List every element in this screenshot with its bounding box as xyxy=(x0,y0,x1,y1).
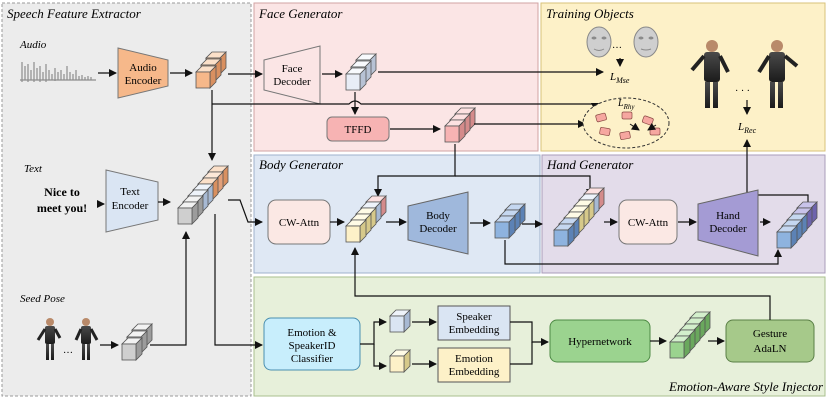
svg-text:Gesture: Gesture xyxy=(753,328,787,340)
speaker-embedding-block: Speaker Embedding xyxy=(437,305,511,341)
body-mixed-feature-cubes xyxy=(345,195,387,243)
svg-text:Emotion &: Emotion & xyxy=(287,327,337,339)
input-sentence-line2: meet you! xyxy=(37,201,87,215)
combined-to-body-attn-arrow xyxy=(228,199,263,226)
emotion-emb-to-hypernetwork-arrow xyxy=(510,342,533,365)
hypernetwork-output-cubes xyxy=(669,311,711,359)
rhythm-loss-ellipse: LRhy xyxy=(582,97,670,149)
speaker-cube xyxy=(389,309,411,333)
svg-text:Emotion: Emotion xyxy=(455,353,493,365)
audio-label: Audio xyxy=(19,39,47,51)
style-panel-title: Emotion-Aware Style Injector xyxy=(668,379,824,394)
final-output-cubes xyxy=(776,201,818,249)
svg-text:Face: Face xyxy=(282,63,303,75)
combined-to-classifier-arrow xyxy=(214,214,263,349)
text-label: Text xyxy=(24,163,43,175)
face-panel-title: Face Generator xyxy=(258,6,343,21)
seed-pose-to-combined-arrow xyxy=(150,231,190,346)
svg-text:Embedding: Embedding xyxy=(449,324,500,336)
svg-text:SpeakerID: SpeakerID xyxy=(288,340,335,352)
speech-panel-title: Speech Feature Extractor xyxy=(7,6,142,21)
combined-feature-cubes xyxy=(177,165,229,225)
svg-text:Encoder: Encoder xyxy=(112,200,149,212)
body-decoder-block: Body Decoder xyxy=(407,191,469,255)
svg-text:Encoder: Encoder xyxy=(125,75,162,87)
body-output-cubes xyxy=(494,203,526,239)
svg-text:Classifier: Classifier xyxy=(291,353,333,365)
waveform-icon xyxy=(20,62,96,82)
hand-decoder-block: Hand Decoder xyxy=(697,189,759,257)
face-mesh-icon: … xyxy=(586,26,659,58)
svg-text:TFFD: TFFD xyxy=(345,124,372,136)
speaker-emb-to-hypernetwork-arrow xyxy=(510,321,549,346)
seed-pose-avatars-icon: … xyxy=(36,318,99,360)
svg-text:Text: Text xyxy=(120,186,139,198)
audio-to-rhythm-loss-arrow xyxy=(212,100,599,111)
tffd-feature-cubes xyxy=(444,107,476,143)
svg-text:CW-Attn: CW-Attn xyxy=(628,217,669,229)
adaln-to-body-arrow xyxy=(351,247,771,320)
face-mesh-ellipsis: … xyxy=(612,40,622,51)
svg-text:Decoder: Decoder xyxy=(709,223,747,235)
input-sentence-line1: Nice to xyxy=(44,185,80,199)
classifier-to-speaker-arrow xyxy=(360,318,387,345)
svg-text:Decoder: Decoder xyxy=(419,223,457,235)
body-panel-title: Body Generator xyxy=(259,157,344,172)
emotion-cube xyxy=(389,349,411,373)
audio-encoder-block: Audio Encoder xyxy=(117,47,169,99)
svg-text:Decoder: Decoder xyxy=(273,76,311,88)
loss-mse: LMse xyxy=(609,71,630,85)
hand-mixed-feature-cubes xyxy=(553,187,605,247)
svg-text:Hand: Hand xyxy=(716,210,740,222)
gesture-adaln-block: Gesture AdaLN xyxy=(725,319,815,363)
avatar-dots: · · · xyxy=(735,86,750,97)
classifier-to-emotion-arrow xyxy=(373,344,387,370)
face-decoder-block: Face Decoder xyxy=(263,45,321,105)
svg-text:Speaker: Speaker xyxy=(456,311,492,323)
svg-text:Body: Body xyxy=(426,210,450,222)
training-panel-title: Training Objects xyxy=(546,6,634,21)
svg-text:Hypernetwork: Hypernetwork xyxy=(568,336,632,348)
svg-text:Audio: Audio xyxy=(129,62,157,74)
cw-attn-body-block: CW-Attn xyxy=(267,199,331,245)
emotion-embedding-block: Emotion Embedding xyxy=(437,347,511,383)
face-feature-cubes xyxy=(345,53,377,91)
seed-pose-label: Seed Pose xyxy=(20,293,65,305)
hypernetwork-block: Hypernetwork xyxy=(549,319,651,363)
cw-attn-hand-block: CW-Attn xyxy=(618,199,678,245)
audio-feature-cubes xyxy=(195,51,227,89)
svg-text:AdaLN: AdaLN xyxy=(754,343,787,355)
loss-rec: LRec xyxy=(737,121,757,135)
hand-panel-title: Hand Generator xyxy=(546,157,634,172)
svg-text:Embedding: Embedding xyxy=(449,366,500,378)
tffd-block: TFFD xyxy=(326,116,390,142)
body-to-final-output-arrow xyxy=(504,240,782,265)
seed-pose-feature-cubes xyxy=(121,323,153,361)
tffd-to-body-arrow xyxy=(374,144,456,197)
seed-pose-ellipsis: … xyxy=(63,345,73,356)
svg-text:CW-Attn: CW-Attn xyxy=(279,217,320,229)
body-avatars-icon: · · · xyxy=(690,40,799,108)
classifier-block: Emotion & SpeakerID Classifier xyxy=(263,317,361,371)
text-encoder-block: Text Encoder xyxy=(105,169,159,233)
loss-rhy: LRhy xyxy=(617,98,635,111)
